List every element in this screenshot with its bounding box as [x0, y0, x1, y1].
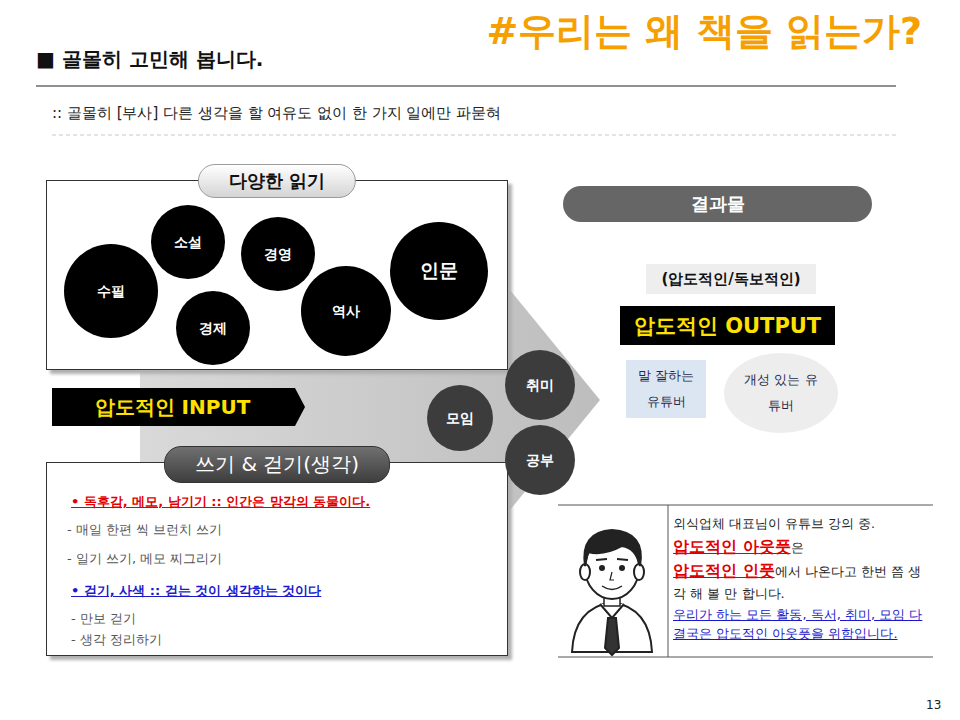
panel-heading: 다양한 읽기 — [198, 164, 356, 198]
page-title: #우리는 왜 책을 읽는가? — [486, 6, 922, 57]
circle-label: 취미 — [526, 376, 554, 395]
result-text: 말 잘하는 유튜버 — [632, 363, 700, 415]
circle-label: 역사 — [332, 302, 360, 321]
pill-text: 결과물 — [691, 192, 745, 216]
circle-label: 경영 — [264, 245, 292, 264]
result-pill: 결과물 — [563, 186, 872, 222]
header-rule — [36, 85, 896, 86]
quote-callout: 외식업체 대표님이 유튜브 강의 중.압도적인 아웃풋은압도적인 인풋에서 나온… — [558, 505, 933, 657]
circle-label: 소설 — [174, 233, 202, 252]
callout-frame — [558, 505, 933, 506]
topic-circle: 공부 — [505, 425, 575, 495]
quote-text: 외식업체 대표님이 유튜브 강의 중.압도적인 아웃풋은압도적인 인풋에서 나온… — [673, 513, 928, 643]
person-illustration — [572, 530, 652, 655]
quote-part: 은 — [791, 540, 804, 555]
result-ellipse: 개성 있는 유튜버 — [724, 353, 838, 433]
result-box: 말 잘하는 유튜버 — [626, 360, 706, 418]
group-panel: 쓰기 & 걷기(생각)• 독후감, 메모, 남기기 :: 인간은 망각의 동물이… — [46, 462, 508, 656]
topic-circle: 모임 — [427, 385, 493, 451]
quote-part: 압도적인 아웃풋 — [673, 537, 791, 556]
circle-label: 수필 — [97, 282, 125, 301]
panel-line: - 매일 한편 씩 브런치 쓰기 — [67, 521, 222, 539]
quote-part: 우리가 하는 모든 활동, 독서, 취미, 모임 다 결국은 압도적인 아웃풋을… — [673, 605, 928, 643]
panel-heading: 쓰기 & 걷기(생각) — [164, 446, 390, 483]
panel-line: • 독후감, 메모, 남기기 :: 인간은 망각의 동물이다. — [71, 493, 370, 511]
topic-circle: 역사 — [301, 266, 391, 356]
topic-circle: 취미 — [505, 350, 575, 420]
definition-note: :: 골몰히 [부사] 다른 생각을 할 여유도 없이 한 가지 일에만 파묻혀 — [52, 104, 501, 123]
circle-label: 경제 — [199, 319, 227, 338]
topic-circle: 수필 — [64, 244, 158, 338]
output-banner: 압도적인 OUTPUT — [620, 306, 835, 345]
group-panel: 다양한 읽기소설경영인문수필역사경제 — [46, 180, 508, 370]
callout-frame — [558, 657, 933, 658]
section-heading: ■ 골몰히 고민해 봅니다. — [36, 46, 263, 73]
banner-text: 압도적인 INPUT — [95, 394, 251, 421]
quote-part: 외식업체 대표님이 유튜브 강의 중. — [673, 513, 928, 535]
panel-line: - 만보 걷기 — [71, 610, 136, 628]
panel-line: • 걷기, 사색 :: 걷는 것이 생각하는 것이다 — [71, 582, 321, 600]
circle-label: 인문 — [420, 258, 458, 284]
result-text: 개성 있는 유튜버 — [742, 367, 820, 419]
dashed-rule — [52, 135, 896, 136]
circle-label: 공부 — [526, 451, 554, 470]
topic-circle: 소설 — [151, 205, 225, 279]
panel-line: - 생각 정리하기 — [71, 631, 162, 649]
page-number: 13 — [926, 698, 941, 712]
input-banner: 압도적인 INPUT — [52, 388, 305, 426]
quote-part: 압도적인 인풋 — [673, 561, 775, 580]
panel-line: - 일기 쓰기, 메모 찌그리기 — [67, 550, 222, 568]
subtitle-text: (압도적인/독보적인) — [661, 270, 800, 289]
banner-text: 압도적인 OUTPUT — [634, 312, 821, 340]
topic-circle: 경제 — [176, 291, 250, 365]
topic-circle: 경영 — [241, 217, 315, 291]
circle-label: 모임 — [446, 409, 474, 428]
subtitle-box: (압도적인/독보적인) — [646, 264, 816, 294]
topic-circle: 인문 — [390, 222, 488, 320]
callout-divider — [668, 505, 669, 657]
